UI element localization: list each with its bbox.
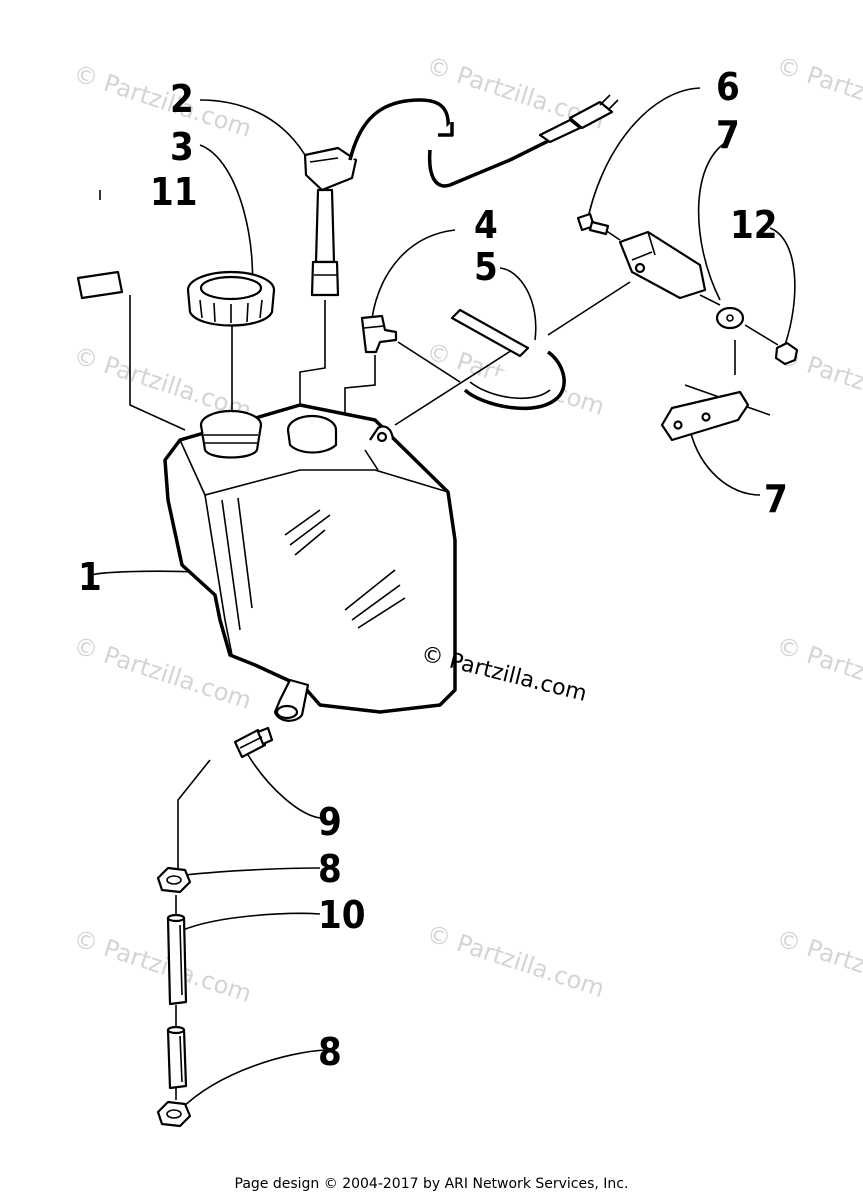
watermark: © Partzilla.com [773, 924, 863, 1008]
footer-copyright: Page design © 2004-2017 by ARI Network S… [234, 1176, 629, 1192]
callout-7: 7 [716, 113, 740, 157]
callout-9: 9 [318, 800, 342, 844]
watermark: © Partzilla.com [423, 919, 608, 1003]
callout-6: 6 [716, 65, 740, 109]
callout-1: 1 [78, 555, 102, 599]
callout-4: 4 [474, 203, 498, 247]
elbow-fitting[interactable] [360, 314, 398, 354]
oil-level-sensor[interactable] [303, 94, 619, 297]
callout-12: 12 [730, 203, 778, 247]
leader-lines [91, 87, 796, 1111]
oil-line[interactable] [166, 1025, 188, 1090]
callout-11: 11 [150, 170, 198, 214]
hose-clamp[interactable] [156, 866, 192, 894]
filler-cap[interactable] [186, 270, 276, 327]
mounting-bracket-upper[interactable] [618, 230, 745, 330]
callout-5: 5 [474, 245, 498, 289]
lock-nut[interactable] [774, 341, 799, 366]
watermark: © Partzilla.com [70, 924, 255, 1008]
callout-7: 7 [764, 477, 788, 521]
watermark: © Partzilla.com [773, 51, 863, 135]
watermark: © Partzilla.com [70, 59, 255, 143]
oil-line[interactable] [166, 913, 188, 1006]
callout-8: 8 [318, 847, 342, 891]
watermark: © Partzilla.com [773, 631, 863, 715]
vent-hose[interactable] [450, 308, 566, 411]
screw[interactable] [576, 212, 610, 236]
oil-tank[interactable] [163, 403, 457, 722]
callout-3: 3 [170, 125, 194, 169]
hose-clamp[interactable] [156, 1100, 192, 1128]
callout-2: 2 [170, 77, 194, 121]
callout-numbers: 1 2 3 4 5 6 7 12 7 11 9 8 10 8 [78, 65, 788, 1074]
callout-10: 10 [318, 893, 366, 937]
outlet-fitting[interactable] [233, 726, 274, 759]
decal[interactable] [76, 270, 124, 300]
mounting-plate-lower[interactable] [660, 390, 750, 442]
callout-8: 8 [318, 1030, 342, 1074]
